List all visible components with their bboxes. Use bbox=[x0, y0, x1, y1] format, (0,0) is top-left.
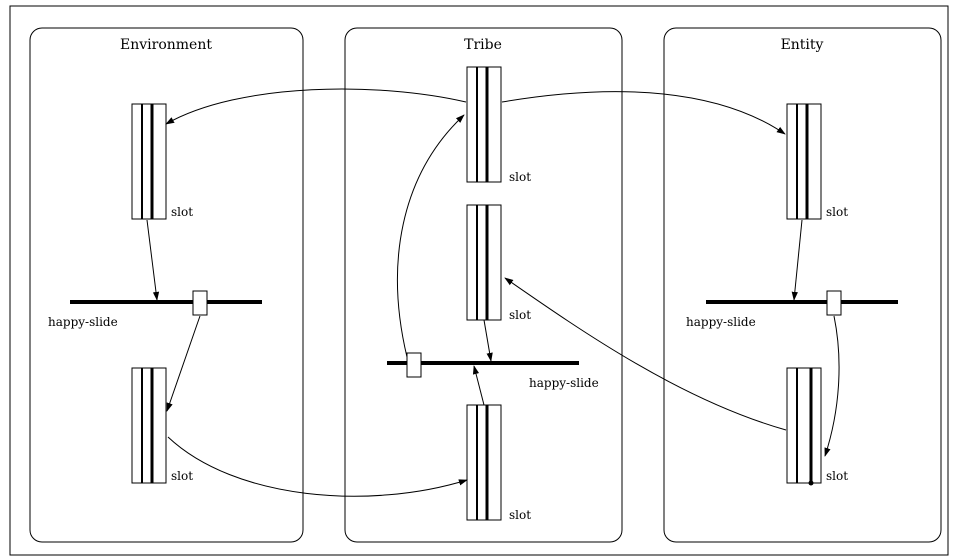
slot-label: slot bbox=[171, 469, 193, 483]
slot-environment-top: slot bbox=[131, 103, 193, 220]
panel-title: Entity bbox=[781, 37, 824, 53]
happy-slide-environment: happy-slide bbox=[48, 290, 262, 329]
arrow-tribe-top-to-entity-top bbox=[501, 91, 786, 135]
panel-box bbox=[663, 27, 942, 543]
slot-label: slot bbox=[171, 205, 193, 219]
slot-tribe-bottom: slot bbox=[466, 404, 531, 522]
slot-marker-dot bbox=[808, 480, 814, 486]
slot-label: slot bbox=[509, 170, 531, 184]
arrow-tribe-handle-to-top bbox=[396, 114, 465, 358]
slot-label: slot bbox=[826, 469, 848, 483]
arrow-tribe-bottom-to-slide bbox=[472, 365, 485, 406]
arrow-environment-bottom-to-tribe-bottom bbox=[167, 436, 468, 497]
connectors bbox=[146, 88, 840, 497]
arrow-environment-handle-to-slot bbox=[166, 315, 201, 412]
slot-entity-bottom: slot bbox=[786, 367, 848, 486]
happy-slide-entity: happy-slide bbox=[686, 290, 898, 329]
slot-entity-top: slot bbox=[786, 103, 848, 220]
arrow-tribe-top-to-environment-top bbox=[165, 88, 467, 125]
slot-label: slot bbox=[826, 205, 848, 219]
happy-slide-label: happy-slide bbox=[686, 315, 756, 329]
panel-entity: Entity slot happy-slide slot bbox=[663, 27, 942, 543]
slot-tribe-top: slot bbox=[466, 66, 531, 184]
panel-box bbox=[29, 27, 304, 543]
slide-handle bbox=[406, 352, 422, 378]
slot-environment-bottom: slot bbox=[131, 367, 193, 484]
arrow-tribe-middle-to-slide bbox=[483, 319, 493, 362]
arrow-entity-bottom-to-tribe-middle bbox=[504, 277, 787, 431]
slide-handle bbox=[192, 290, 208, 316]
panel-environment: Environment slot happy-slide slot bbox=[29, 27, 304, 543]
happy-slide-tribe: happy-slide bbox=[387, 352, 599, 390]
panel-box bbox=[344, 27, 623, 543]
happy-slide-label: happy-slide bbox=[48, 315, 118, 329]
slot-label: slot bbox=[509, 508, 531, 522]
panel-title: Tribe bbox=[464, 37, 502, 53]
slot-label: slot bbox=[509, 308, 531, 322]
slot-tribe-middle: slot bbox=[466, 204, 531, 322]
arrow-entity-handle-to-slot bbox=[824, 315, 840, 457]
panel-title: Environment bbox=[120, 37, 212, 53]
arrow-environment-slot-to-slide bbox=[146, 219, 160, 301]
outer-frame bbox=[9, 5, 949, 556]
slide-handle bbox=[826, 290, 842, 316]
arrow-entity-slot-to-slide bbox=[791, 219, 803, 301]
happy-slide-label: happy-slide bbox=[529, 376, 599, 390]
panel-tribe: Tribe slot slot happy-slide slot bbox=[344, 27, 623, 543]
